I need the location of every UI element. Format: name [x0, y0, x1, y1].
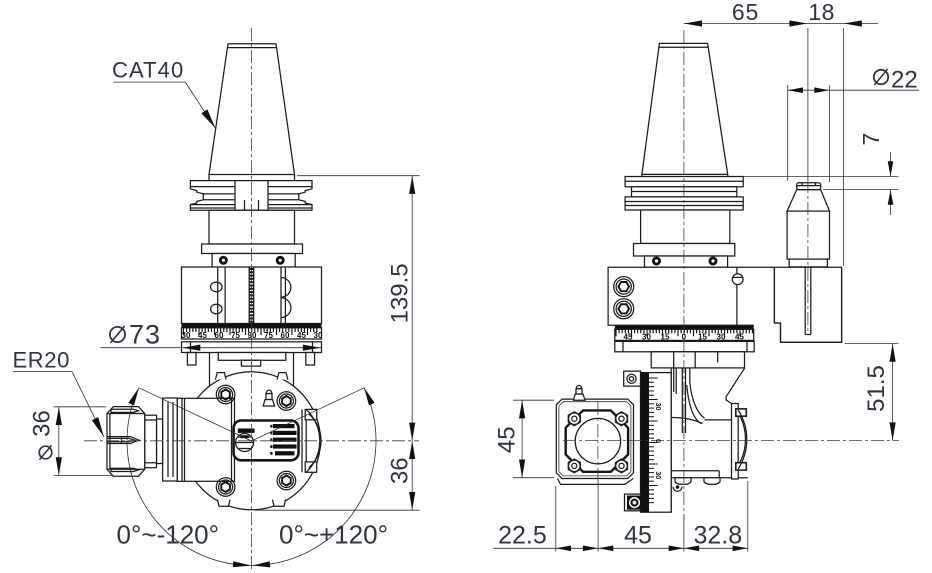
svg-text:30: 30 — [642, 333, 651, 342]
svg-text:75: 75 — [231, 331, 240, 340]
svg-text:60: 60 — [215, 331, 224, 340]
svg-text:32.8: 32.8 — [693, 522, 742, 550]
svg-text:15: 15 — [698, 333, 707, 342]
svg-text:45: 45 — [624, 333, 633, 342]
svg-text:7: 7 — [858, 133, 884, 146]
svg-text:139.5: 139.5 — [387, 263, 414, 323]
svg-text:0: 0 — [654, 439, 661, 443]
svg-text:45: 45 — [297, 331, 306, 340]
svg-text:36: 36 — [387, 457, 414, 484]
svg-text:36: 36 — [29, 410, 56, 437]
svg-text:30: 30 — [717, 333, 726, 342]
svg-text:0°~-120°: 0°~-120° — [117, 520, 219, 550]
svg-text:30: 30 — [182, 331, 191, 340]
svg-text:65: 65 — [732, 0, 759, 25]
svg-text:45: 45 — [494, 426, 521, 453]
svg-text:CAT40: CAT40 — [112, 58, 184, 83]
svg-text:45: 45 — [735, 333, 744, 342]
svg-text:30: 30 — [314, 331, 323, 340]
svg-text:60: 60 — [281, 331, 290, 340]
svg-text:73: 73 — [129, 320, 161, 350]
svg-text:90: 90 — [248, 331, 257, 340]
svg-text:22.5: 22.5 — [498, 522, 547, 550]
svg-text:0°~+120°: 0°~+120° — [279, 520, 388, 550]
svg-text:15: 15 — [661, 333, 670, 342]
svg-text:45: 45 — [198, 331, 207, 340]
svg-text:75: 75 — [264, 331, 273, 340]
svg-text:30: 30 — [654, 403, 661, 411]
svg-text:30: 30 — [654, 471, 661, 479]
svg-text:18: 18 — [808, 0, 835, 25]
svg-text:22: 22 — [891, 67, 918, 94]
svg-text:45: 45 — [624, 522, 652, 550]
svg-text:0: 0 — [682, 333, 687, 342]
svg-text:ER20: ER20 — [13, 348, 70, 373]
svg-text:51.5: 51.5 — [863, 365, 890, 412]
